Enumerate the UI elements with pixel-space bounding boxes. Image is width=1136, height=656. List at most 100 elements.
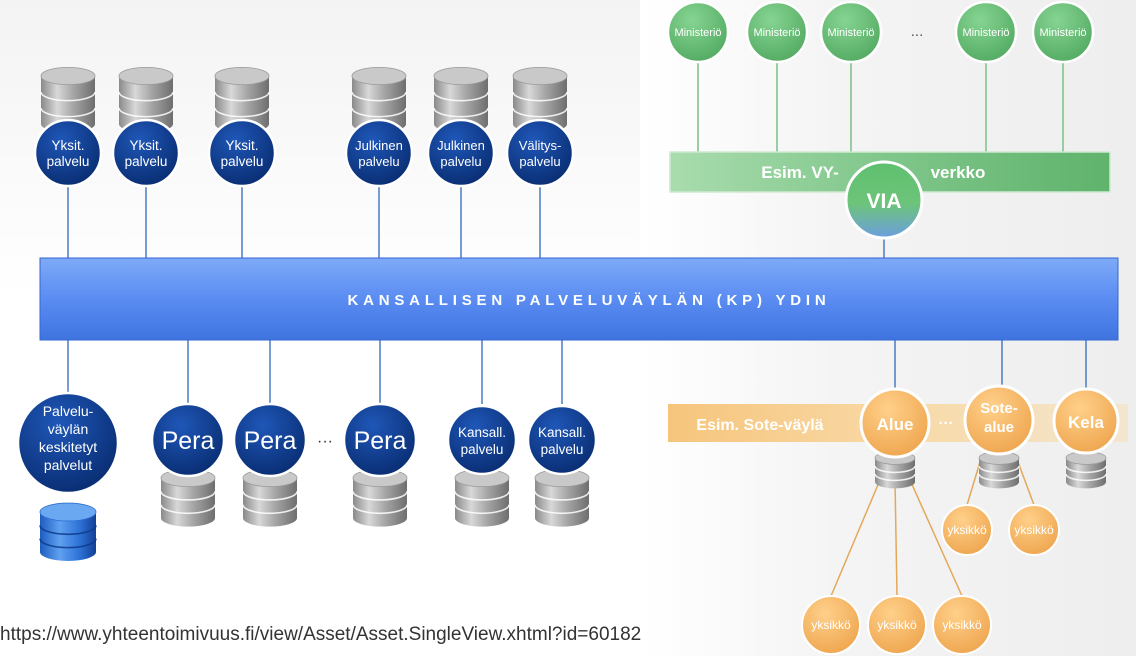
svg-text:palvelu: palvelu xyxy=(358,154,399,169)
service-database-icon xyxy=(242,468,298,527)
ministry-node-1: Ministeriö xyxy=(666,0,730,64)
svg-text:Pera: Pera xyxy=(244,427,297,455)
via-node: VIA xyxy=(844,160,924,240)
sote-bus: Esim. Sote-väylä Alue ··· Sote- alue Kel… xyxy=(668,384,1128,459)
svg-text:yksikkö: yksikkö xyxy=(942,618,982,632)
unit-connector-line xyxy=(1017,461,1035,506)
pera-node-3: Pera xyxy=(342,402,418,478)
svg-text:palvelu: palvelu xyxy=(440,154,481,169)
service-node-yksit-3: Yksit. palvelu xyxy=(207,118,277,188)
bottom-services: Palvelu- väylän keskitetyt palvelut Pera… xyxy=(16,391,598,495)
svg-text:Pera: Pera xyxy=(162,427,215,455)
sote-node-sote-alue: Sote- alue xyxy=(963,384,1035,456)
core-bus: KANSALLISEN PALVELUVÄYLÄN (KP) YDIN xyxy=(39,257,1119,341)
svg-text:yksikkö: yksikkö xyxy=(1014,523,1054,537)
core-bus-label: KANSALLISEN PALVELUVÄYLÄN (KP) YDIN xyxy=(347,292,830,309)
svg-text:Palvelu-: Palvelu- xyxy=(43,403,94,419)
svg-text:Välitys-: Välitys- xyxy=(519,138,562,153)
svg-text:palvelu: palvelu xyxy=(541,442,584,457)
svg-text:alue: alue xyxy=(984,419,1014,436)
database-icons xyxy=(39,66,1107,561)
pera-node-1: Pera xyxy=(150,402,226,478)
ministry-node-5: Ministeriö xyxy=(1031,0,1095,64)
service-database-icon xyxy=(352,468,408,527)
svg-text:palvelu: palvelu xyxy=(519,154,560,169)
unit-connector-line xyxy=(909,479,963,597)
connector-lines xyxy=(67,62,1087,597)
sote-ellipsis: ··· xyxy=(939,415,954,432)
svg-text:Kansall.: Kansall. xyxy=(458,425,506,440)
svg-text:Yksit.: Yksit. xyxy=(225,138,258,153)
service-database-icon xyxy=(160,468,216,527)
pera-ellipsis: ··· xyxy=(317,433,333,450)
svg-text:Yksit.: Yksit. xyxy=(51,138,84,153)
svg-text:yksikkö: yksikkö xyxy=(811,618,851,632)
service-node-yksit-2: Yksit. palvelu xyxy=(111,118,181,188)
svg-text:Julkinen: Julkinen xyxy=(437,138,485,153)
svg-text:Ministeriö: Ministeriö xyxy=(674,27,721,39)
service-node-yksit-1: Yksit. palvelu xyxy=(33,118,103,188)
ministry-node-3: Ministeriö xyxy=(819,0,883,64)
svg-text:Ministeriö: Ministeriö xyxy=(827,27,874,39)
sote-database-icon xyxy=(978,451,1020,489)
pera-node-2: Pera xyxy=(232,402,308,478)
svg-text:Ministeriö: Ministeriö xyxy=(1039,27,1086,39)
svg-text:palvelut: palvelut xyxy=(44,457,92,473)
svg-text:Ministeriö: Ministeriö xyxy=(962,27,1009,39)
sote-database-icon xyxy=(1065,451,1107,489)
units: yksikkö yksikkö yksikkö yksikkö yksikkö xyxy=(801,504,1060,655)
svg-text:palvelu: palvelu xyxy=(47,154,90,169)
svg-text:Alue: Alue xyxy=(877,415,914,434)
svg-text:keskitetyt: keskitetyt xyxy=(39,439,97,455)
source-url: https://www.yhteentoimivuus.fi/view/Asse… xyxy=(0,624,642,645)
unit-node-5: yksikkö xyxy=(932,595,992,655)
svg-text:palvelu: palvelu xyxy=(125,154,168,169)
unit-connector-line xyxy=(830,479,881,597)
vy-network-right-label: verkko xyxy=(931,163,986,182)
ministry-ellipsis: ... xyxy=(911,23,924,40)
svg-text:yksikkö: yksikkö xyxy=(877,618,917,632)
service-database-icon xyxy=(214,66,270,133)
unit-node-3: yksikkö xyxy=(801,595,861,655)
unit-node-4: yksikkö xyxy=(867,595,927,655)
svg-text:Pera: Pera xyxy=(354,427,407,455)
service-database-icon xyxy=(454,468,510,527)
central-services-node: Palvelu- väylän keskitetyt palvelut xyxy=(16,391,120,495)
vy-network-left-label: Esim. VY- xyxy=(761,163,838,182)
unit-node-2: yksikkö xyxy=(1008,504,1060,556)
national-service-node-2: Kansall. palvelu xyxy=(526,404,598,476)
service-database-icon xyxy=(351,66,407,133)
service-database-icon xyxy=(512,66,568,133)
sote-bus-label: Esim. Sote-väylä xyxy=(696,417,823,434)
ministries: Ministeriö Ministeriö Ministeriö ... Min… xyxy=(666,0,1095,64)
service-node-julkinen-2: Julkinen palvelu xyxy=(426,118,496,188)
svg-text:Yksit.: Yksit. xyxy=(129,138,162,153)
svg-text:palvelu: palvelu xyxy=(221,154,264,169)
svg-text:Kansall.: Kansall. xyxy=(538,425,586,440)
unit-connector-line xyxy=(894,479,898,597)
ministry-node-4: Ministeriö xyxy=(954,0,1018,64)
svg-text:VIA: VIA xyxy=(866,190,901,213)
service-database-icon xyxy=(433,66,489,133)
svg-text:Sote-: Sote- xyxy=(980,400,1018,417)
service-database-icon xyxy=(118,66,174,133)
svg-text:Ministeriö: Ministeriö xyxy=(753,27,800,39)
service-node-julkinen-1: Julkinen palvelu xyxy=(344,118,414,188)
service-database-icon xyxy=(40,66,96,133)
sote-node-alue: Alue xyxy=(859,387,931,459)
service-database-icon xyxy=(534,468,590,527)
svg-text:palvelu: palvelu xyxy=(461,442,504,457)
central-database-icon xyxy=(39,502,97,561)
sote-node-kela: Kela xyxy=(1052,387,1120,455)
unit-node-1: yksikkö xyxy=(941,504,993,556)
top-services: Yksit. palvelu Yksit. palvelu Yksit. pal… xyxy=(33,118,575,188)
svg-text:Julkinen: Julkinen xyxy=(355,138,403,153)
svg-text:Kela: Kela xyxy=(1068,413,1104,432)
service-node-valitys: Välitys- palvelu xyxy=(505,118,575,188)
svg-text:väylän: väylän xyxy=(48,421,88,437)
ministry-node-2: Ministeriö xyxy=(745,0,809,64)
svg-text:yksikkö: yksikkö xyxy=(947,523,987,537)
national-service-node-1: Kansall. palvelu xyxy=(446,404,518,476)
unit-connector-line xyxy=(966,461,981,506)
